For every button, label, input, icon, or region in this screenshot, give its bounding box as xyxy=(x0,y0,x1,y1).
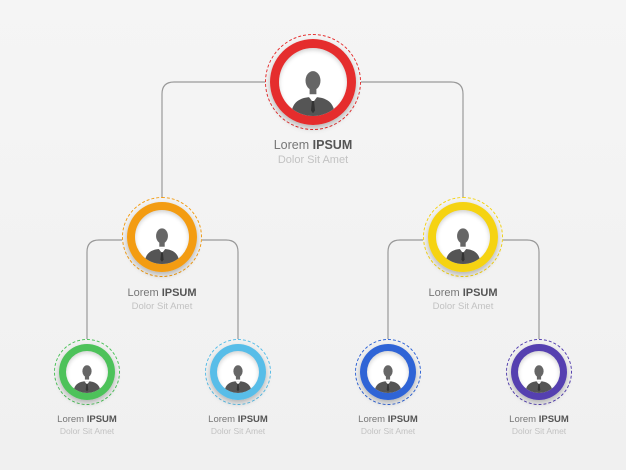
node-subtitle: Dolor Sit Amet xyxy=(277,153,349,166)
connector-mgr-right-to-staff-4 xyxy=(503,239,540,339)
node-title-ipsum: IPSUM xyxy=(237,414,268,425)
node-avatar xyxy=(122,197,202,277)
node-avatar xyxy=(54,339,120,405)
avatar-circle xyxy=(436,210,490,264)
person-icon xyxy=(224,365,252,393)
node-avatar xyxy=(265,34,361,130)
dashed-ring xyxy=(355,339,421,405)
node-title: Lorem IPSUM xyxy=(54,414,120,426)
node-subtitle: Dolor Sit Amet xyxy=(59,425,115,436)
node-title-lorem: Lorem xyxy=(509,414,537,425)
dashed-ring xyxy=(423,197,503,277)
node-title: Lorem IPSUM xyxy=(122,287,202,301)
node-title-ipsum: IPSUM xyxy=(86,414,117,425)
avatar-circle xyxy=(135,210,189,264)
dashed-ring xyxy=(54,339,120,405)
node-title-ipsum: IPSUM xyxy=(538,414,569,425)
node-subtitle: Dolor Sit Amet xyxy=(432,300,494,312)
node-avatar xyxy=(355,339,421,405)
dashed-ring xyxy=(122,197,202,277)
person-icon xyxy=(73,365,101,393)
node-title: Lorem IPSUM xyxy=(265,138,361,154)
avatar-circle xyxy=(66,351,108,393)
avatar-circle xyxy=(279,48,347,116)
person-icon xyxy=(445,228,481,264)
node-avatar xyxy=(506,339,572,405)
node-title-lorem: Lorem xyxy=(208,414,236,425)
node-title-ipsum: IPSUM xyxy=(387,414,418,425)
avatar-circle xyxy=(518,351,560,393)
connector-ceo-to-mgr-right xyxy=(361,81,464,197)
connector-mgr-left-to-staff-2 xyxy=(202,239,239,339)
person-icon xyxy=(291,71,335,116)
dashed-ring xyxy=(205,339,271,405)
node-subtitle: Dolor Sit Amet xyxy=(360,425,416,436)
dashed-ring xyxy=(265,34,361,130)
node-subtitle: Dolor Sit Amet xyxy=(210,425,266,436)
node-title: Lorem IPSUM xyxy=(205,414,271,426)
node-title: Lorem IPSUM xyxy=(423,287,503,301)
node-title-lorem: Lorem xyxy=(428,287,460,299)
node-title-lorem: Lorem xyxy=(127,287,159,299)
dashed-ring xyxy=(506,339,572,405)
node-title-lorem: Lorem xyxy=(57,414,85,425)
node-title-ipsum: IPSUM xyxy=(462,287,498,299)
connector-mgr-right-to-staff-3 xyxy=(387,239,423,339)
person-icon xyxy=(525,365,553,393)
node-avatar xyxy=(423,197,503,277)
node-subtitle: Dolor Sit Amet xyxy=(131,300,193,312)
node-title-lorem: Lorem xyxy=(273,138,310,152)
node-subtitle: Dolor Sit Amet xyxy=(511,425,567,436)
avatar-circle xyxy=(367,351,409,393)
node-title: Lorem IPSUM xyxy=(355,414,421,426)
node-title-ipsum: IPSUM xyxy=(161,287,197,299)
node-title-ipsum: IPSUM xyxy=(312,138,353,152)
connector-ceo-to-mgr-left xyxy=(161,81,265,197)
connector-mgr-left-to-staff-1 xyxy=(86,239,122,339)
node-title-lorem: Lorem xyxy=(358,414,386,425)
node-title: Lorem IPSUM xyxy=(506,414,572,426)
node-avatar xyxy=(205,339,271,405)
person-icon xyxy=(374,365,402,393)
person-icon xyxy=(144,228,180,264)
avatar-circle xyxy=(217,351,259,393)
